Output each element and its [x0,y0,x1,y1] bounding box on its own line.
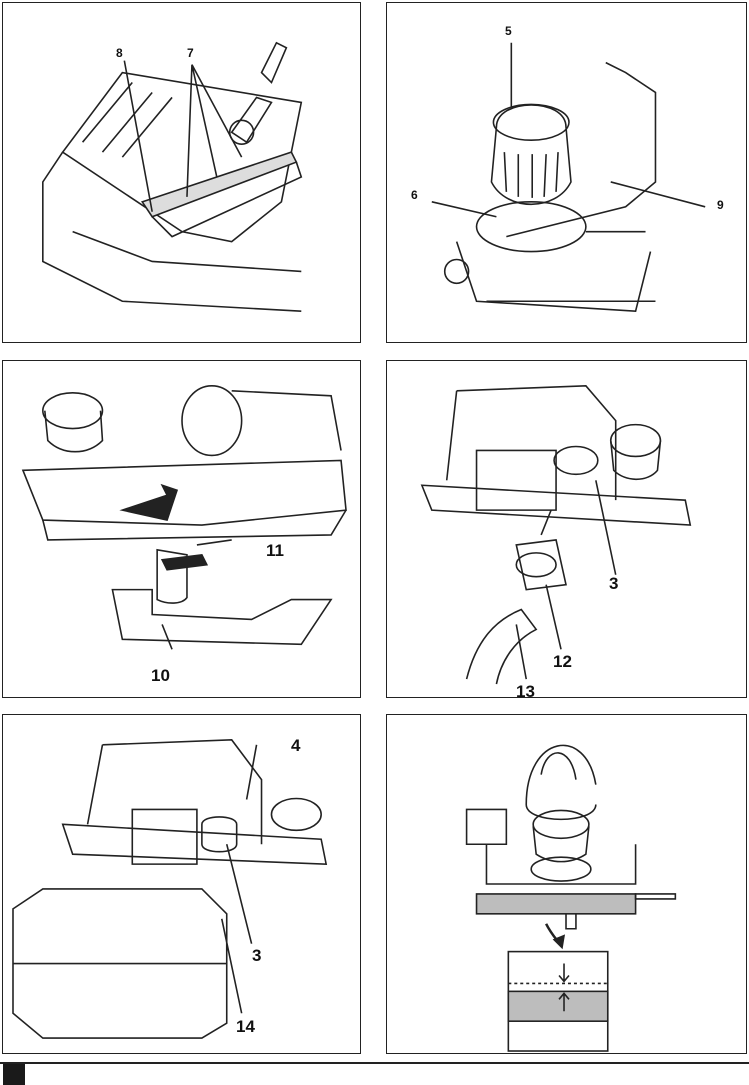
callout-8: 8 [116,47,123,59]
dust-bag-illustration [3,715,360,1053]
figure-panel-1: 8 7 [2,2,361,343]
callout-3-bag: 3 [252,947,261,964]
planing-depth-illustration [387,715,746,1053]
callout-3: 3 [609,575,618,592]
figure-panel-5: 4 3 14 [2,714,361,1054]
callout-9: 9 [717,199,724,211]
callout-7: 7 [187,47,194,59]
footer-rule [0,1062,749,1064]
figure-panel-4: 3 12 13 [386,360,747,698]
callout-4: 4 [291,737,300,754]
callout-6: 6 [411,189,418,201]
callout-11: 11 [266,542,284,559]
callout-10: 10 [151,667,170,684]
callout-14: 14 [236,1018,255,1035]
figure-panel-2: 5 6 9 [386,2,747,343]
callout-12: 12 [553,653,572,670]
figure-panel-3: 11 10 [2,360,361,698]
parallel-fence-illustration [3,361,360,697]
figure-panel-6 [386,714,747,1054]
callout-13: 13 [516,683,535,698]
callout-5: 5 [505,25,512,37]
dust-adapter-illustration [387,361,746,697]
depth-knob-illustration [387,3,746,342]
page-tab [3,1064,25,1085]
planer-blade-illustration [3,3,360,342]
